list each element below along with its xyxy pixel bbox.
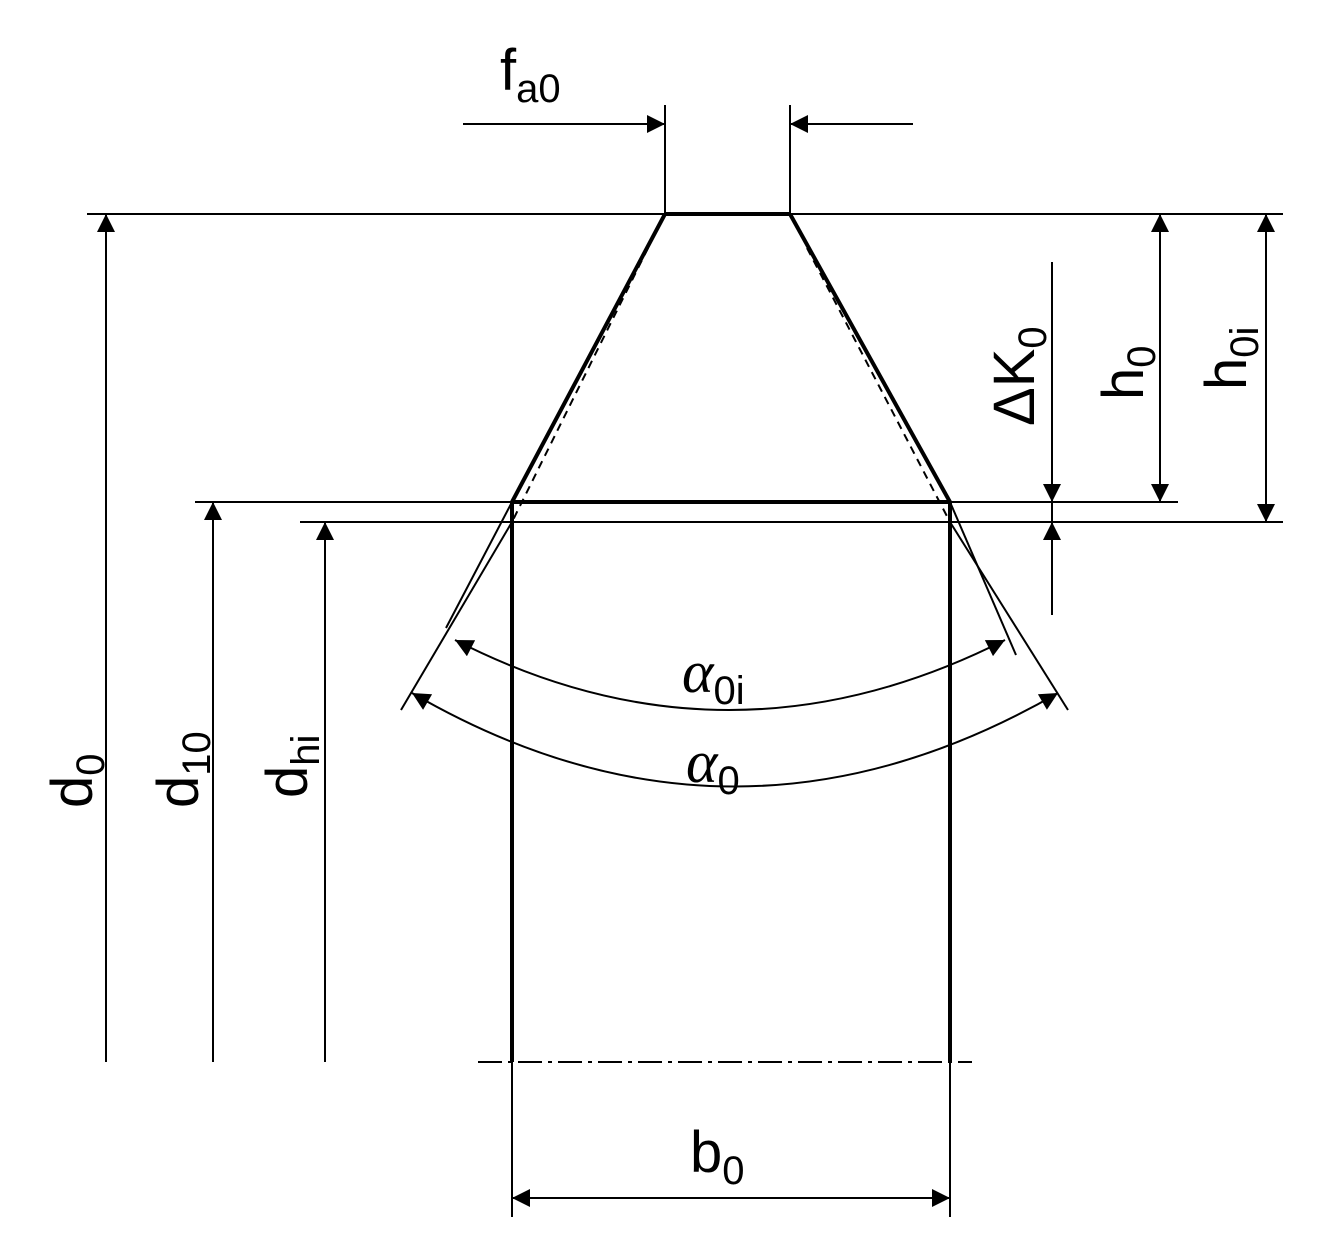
label-d10: d10	[146, 731, 219, 808]
alpha0i-right-extension	[949, 501, 1017, 656]
label-fa0: fa0	[500, 38, 561, 111]
alpha0-arc	[411, 692, 1059, 788]
label-h0i: h0i	[1194, 327, 1267, 390]
tool-profile	[478, 212, 972, 1063]
profile-right-flank	[788, 213, 952, 503]
alpha0-right-extension	[949, 521, 1069, 711]
profile-left-flank-dashed	[511, 247, 649, 523]
label-deltak0: ΔK0	[982, 326, 1055, 426]
alpha0-left-extension	[400, 521, 513, 711]
alpha0i-left-extension	[445, 501, 513, 629]
label-b0: b0	[690, 1120, 745, 1193]
label-alpha0: α0	[686, 729, 740, 803]
label-dhi: dhi	[255, 735, 328, 798]
profile-left-flank	[510, 213, 667, 503]
label-alpha0i: α0i	[682, 639, 745, 713]
alpha0i-arc	[454, 639, 1006, 711]
profile-right-flank-dashed	[806, 247, 951, 523]
label-h0: h0	[1091, 345, 1164, 400]
label-d0: d0	[40, 753, 113, 808]
dimension-lines	[97, 115, 1275, 1207]
